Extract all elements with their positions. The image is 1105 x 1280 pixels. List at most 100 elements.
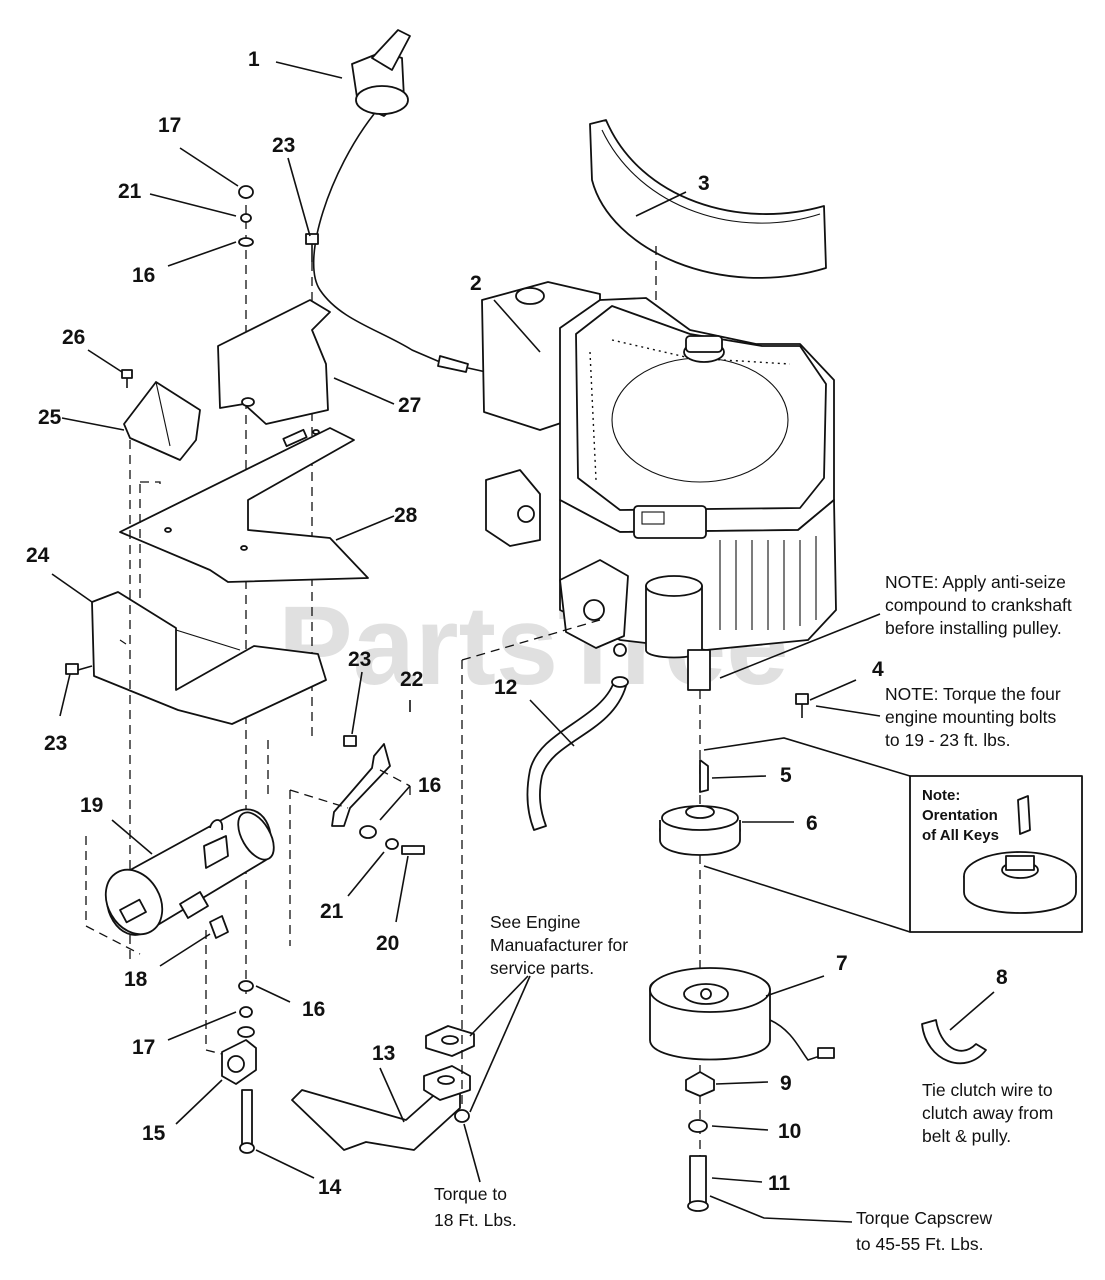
key-orientation-box [909, 775, 1083, 933]
part-heat-shield [217, 299, 331, 425]
callout-4: 4 [872, 658, 884, 681]
note-engine-mfr-line1: See Engine [490, 912, 581, 932]
note-anti-seize: NOTE: Apply anti-seize compound to crank… [885, 572, 1072, 638]
align-muffler-frame [85, 740, 269, 955]
callout-22: 22 [400, 668, 423, 691]
callout-23-top: 23 [272, 134, 295, 157]
part-bracket-25 [123, 381, 201, 461]
callout-18: 18 [124, 968, 148, 991]
callout-2: 2 [470, 272, 482, 295]
part-nut-exhaust [454, 1109, 470, 1123]
callout-10: 10 [778, 1120, 801, 1143]
part-throttle-control [312, 29, 495, 385]
note-torque-bolts-line1: NOTE: Torque the four [885, 684, 1061, 704]
note-torque-capscrew-line1: Torque Capscrew [856, 1208, 993, 1228]
callout-16-bottom: 16 [302, 998, 325, 1021]
part-clamp [221, 1039, 257, 1085]
part-washer [685, 1071, 715, 1097]
part-bolt-top [305, 233, 319, 262]
note-key-line2: Orentation [922, 807, 998, 824]
callout-17-top: 17 [158, 114, 181, 137]
note-engine-mfr-line2: Manuafacturer for [490, 935, 628, 955]
note-torque-bolts: NOTE: Torque the four engine mounting bo… [885, 684, 1061, 750]
callout-6: 6 [806, 812, 818, 835]
part-muffler-guard [91, 591, 327, 725]
align-left-frame [129, 440, 161, 960]
callout-14: 14 [318, 1176, 342, 1199]
part-muffler-plate [119, 427, 369, 583]
note-torque-bolts-line2: engine mounting bolts [885, 707, 1056, 727]
part-screw-23-left [65, 663, 93, 675]
callout-5: 5 [780, 764, 792, 787]
note-anti-seize-line3: before installing pulley. [885, 618, 1062, 638]
note-anti-seize-line1: NOTE: Apply anti-seize [885, 572, 1066, 592]
part-hardware-16-21-20 [359, 825, 425, 855]
part-hose [526, 676, 629, 831]
callout-26: 26 [62, 326, 85, 349]
part-key [699, 759, 709, 793]
align-exhaust [461, 619, 601, 1110]
note-engine-mfr-line3: service parts. [490, 958, 594, 978]
part-wire-tie [921, 1019, 987, 1065]
callout-25: 25 [38, 406, 62, 429]
part-screw-26 [121, 369, 133, 388]
note-torque-18-line2: 18 Ft. Lbs. [434, 1210, 517, 1230]
note-anti-seize-line2: compound to crankshaft [885, 595, 1072, 615]
part-pulley [659, 805, 741, 856]
note-torque-capscrew: Torque Capscrew to 45-55 Ft. Lbs. [856, 1208, 993, 1254]
callout-15: 15 [142, 1122, 166, 1145]
leader-box-top [703, 737, 911, 777]
callout-1: 1 [248, 48, 260, 71]
callout-13: 13 [372, 1042, 395, 1065]
note-tie-clutch-line1: Tie clutch wire to [922, 1080, 1053, 1100]
note-torque-18: Torque to 18 Ft. Lbs. [434, 1184, 517, 1230]
part-gasket [425, 1025, 475, 1057]
callout-23-left: 23 [44, 732, 67, 755]
leader-lines [51, 61, 995, 1223]
callout-23-mid: 23 [348, 648, 371, 671]
part-mounting-bolt [795, 693, 809, 718]
callout-16-top: 16 [132, 264, 155, 287]
note-tie-clutch-line2: clutch away from [922, 1103, 1053, 1123]
callout-8: 8 [996, 966, 1008, 989]
callout-3: 3 [698, 172, 710, 195]
callout-21-top: 21 [118, 180, 142, 203]
part-exhaust-pipe [291, 1065, 471, 1151]
callout-17-bottom: 17 [132, 1036, 155, 1059]
note-engine-mfr: See Engine Manuafacturer for service par… [490, 912, 628, 978]
callout-numbers: 1 2 3 4 5 6 7 8 9 10 11 12 13 14 15 16 1… [26, 48, 1008, 1199]
callout-24: 24 [26, 544, 50, 567]
callout-20: 20 [376, 932, 399, 955]
part-nut-top [238, 185, 254, 247]
part-lock-washer [688, 1119, 708, 1133]
callout-11: 11 [768, 1172, 791, 1195]
leader-box-bottom [703, 865, 911, 933]
note-key-line1: Note: [922, 787, 960, 804]
callout-27: 27 [398, 394, 421, 417]
align-clip-18 [205, 930, 223, 1055]
part-bolt-14 [239, 1089, 255, 1154]
note-torque-18-line1: Torque to [434, 1184, 507, 1204]
callout-9: 9 [780, 1072, 792, 1095]
note-key-line3: of All Keys [922, 827, 999, 844]
note-torque-capscrew-line2: to 45-55 Ft. Lbs. [856, 1234, 983, 1254]
callout-19: 19 [80, 794, 103, 817]
note-tie-clutch-line3: belt & pully. [922, 1126, 1011, 1146]
callout-28: 28 [394, 504, 418, 527]
note-tie-clutch: Tie clutch wire to clutch away from belt… [922, 1080, 1053, 1146]
callout-7: 7 [836, 952, 848, 975]
callout-12: 12 [494, 676, 517, 699]
part-bracket-22 [331, 735, 391, 827]
callout-16-mid: 16 [418, 774, 441, 797]
part-belt-guard [589, 119, 827, 279]
part-electric-clutch [649, 967, 835, 1061]
note-torque-bolts-line3: to 19 - 23 ft. lbs. [885, 730, 1010, 750]
part-capscrew [687, 1155, 709, 1212]
note-key-orientation: Note: Orentation of All Keys [922, 787, 999, 844]
part-nut-bottom [237, 980, 255, 1038]
part-clip-18 [209, 915, 229, 939]
align-bracket-22 [289, 769, 411, 946]
part-muffler [104, 808, 275, 936]
callout-21-mid: 21 [320, 900, 344, 923]
